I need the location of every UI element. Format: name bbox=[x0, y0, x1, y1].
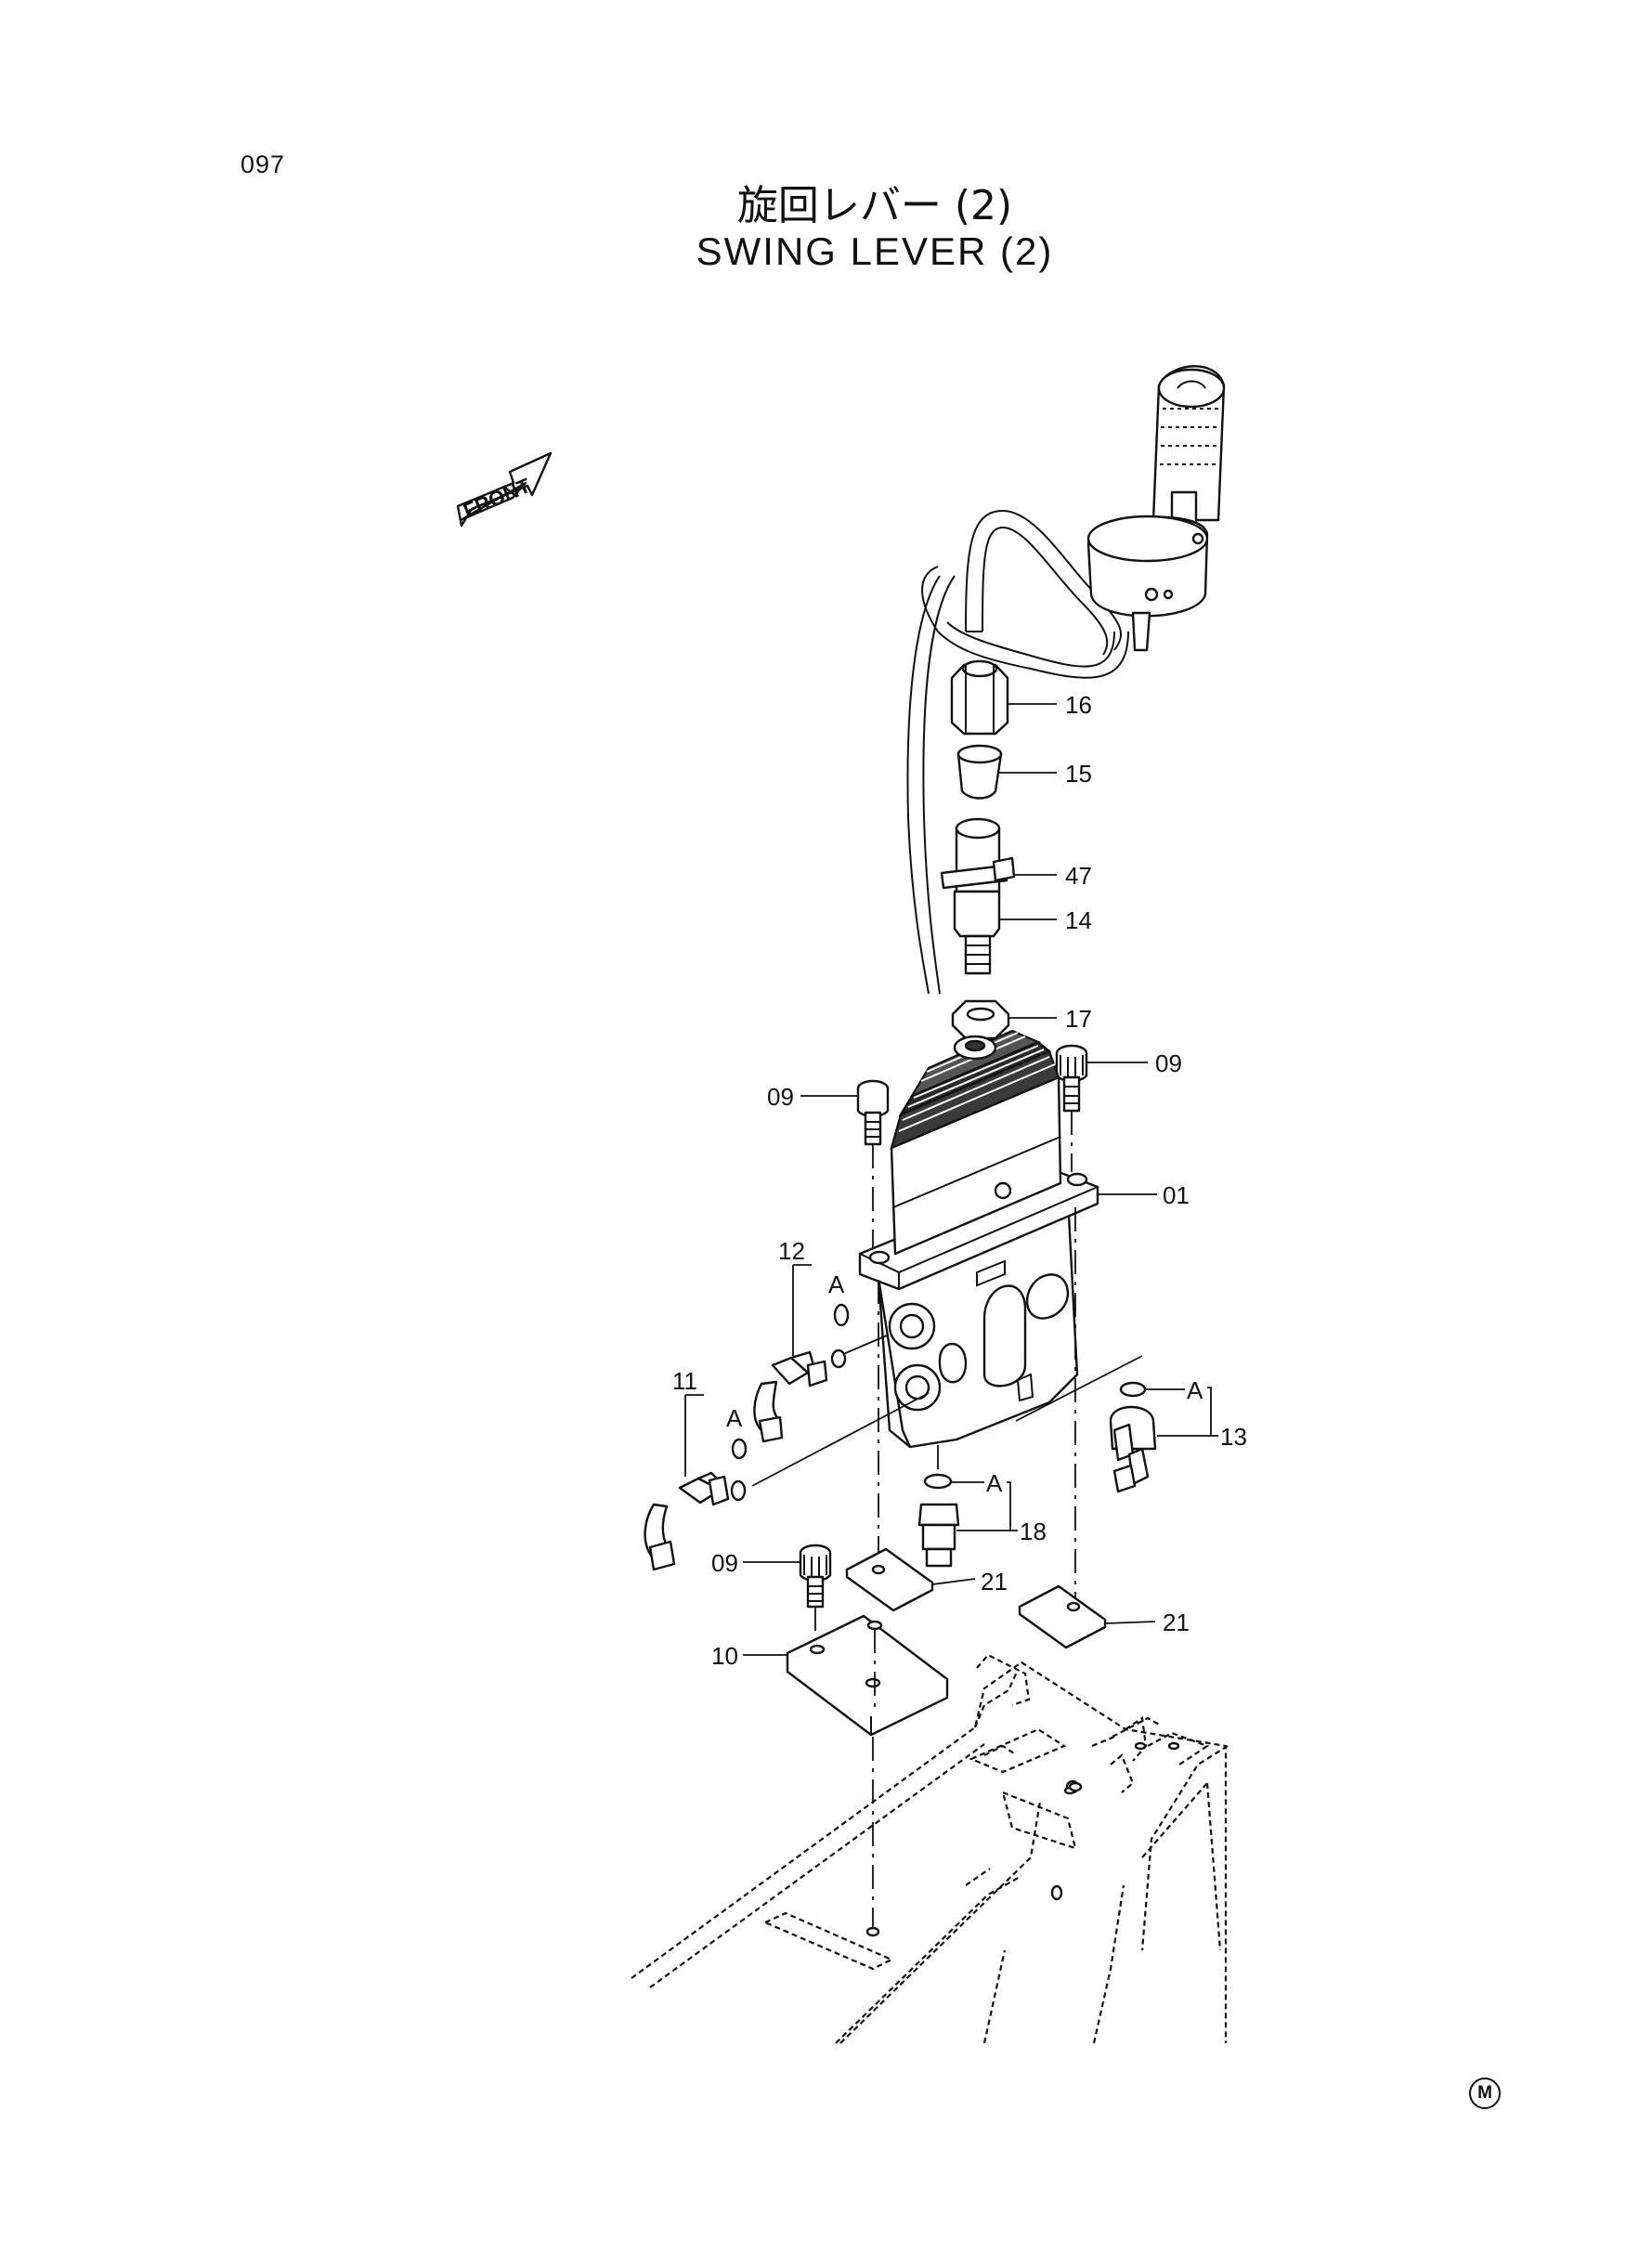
label-11: 11 bbox=[672, 1367, 697, 1395]
label-09-lower: 09 bbox=[711, 1549, 738, 1577]
label-13: 13 bbox=[1220, 1423, 1247, 1451]
label-21-right: 21 bbox=[1163, 1609, 1190, 1636]
part-01-pilot-valve bbox=[858, 1029, 1157, 1607]
part-14-adapter bbox=[940, 817, 1057, 975]
lever-grip bbox=[1086, 365, 1226, 652]
label-21-left: 21 bbox=[981, 1568, 1008, 1596]
callout-a-18: A bbox=[986, 1469, 1003, 1497]
front-arrow: FRONT bbox=[456, 451, 553, 528]
label-17: 17 bbox=[1065, 1005, 1092, 1033]
label-12: 12 bbox=[778, 1237, 805, 1265]
label-09-right: 09 bbox=[1155, 1049, 1182, 1077]
page-number: 097 bbox=[241, 150, 286, 178]
footer-mark: M bbox=[1469, 2078, 1501, 2109]
part-09-bolt-right bbox=[1055, 1044, 1148, 1172]
title-english: SWING LEVER (2) bbox=[696, 229, 1054, 273]
label-47: 47 bbox=[1065, 862, 1092, 890]
part-11-elbow-fitting bbox=[644, 1392, 930, 1571]
part-12-elbow-fitting bbox=[753, 1264, 888, 1443]
part-10-plate bbox=[743, 1614, 949, 1932]
part-18-connector bbox=[917, 1445, 1018, 1568]
part-21-shim-right bbox=[1018, 1584, 1156, 1649]
o-ring-11 bbox=[731, 1438, 748, 1460]
label-01: 01 bbox=[1163, 1181, 1190, 1209]
callout-a-13: A bbox=[1187, 1376, 1203, 1404]
title-japanese: 旋回レバー (2) bbox=[736, 182, 1013, 229]
label-15: 15 bbox=[1065, 760, 1092, 788]
part-17-nut bbox=[951, 999, 1057, 1040]
label-10: 10 bbox=[711, 1642, 738, 1670]
part-16-nut bbox=[950, 659, 1057, 736]
part-21-shim-left bbox=[845, 1547, 976, 1612]
part-15-sleeve bbox=[956, 744, 1057, 800]
label-14: 14 bbox=[1065, 906, 1092, 934]
label-09-left: 09 bbox=[767, 1083, 794, 1111]
operator-console-frame bbox=[631, 1653, 1229, 2044]
part-09-bolt-left bbox=[800, 1079, 890, 1256]
callout-a-11: A bbox=[726, 1404, 743, 1432]
label-18: 18 bbox=[1020, 1518, 1047, 1545]
callout-a-12: A bbox=[828, 1270, 845, 1298]
front-arrow-label: FRONT bbox=[460, 474, 534, 523]
pilot-hoses bbox=[906, 509, 1129, 995]
label-16: 16 bbox=[1065, 691, 1092, 719]
part-09-bolt-lower bbox=[743, 1544, 832, 1644]
part-13-tee-fitting bbox=[1015, 1355, 1218, 1493]
